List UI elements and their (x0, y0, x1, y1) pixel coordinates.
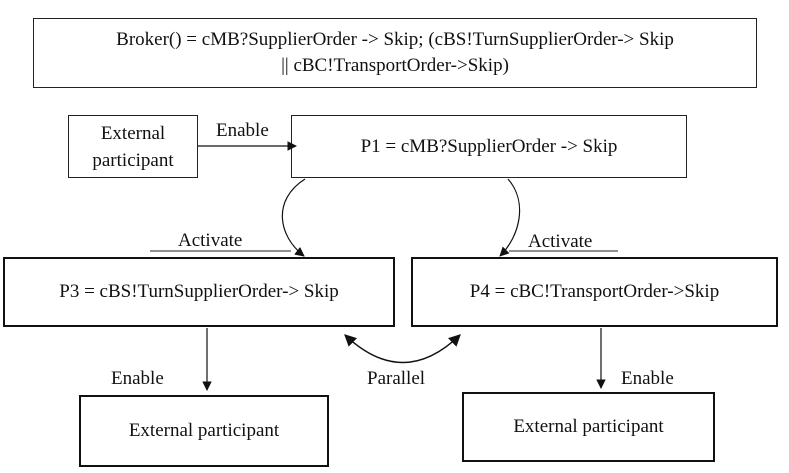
external-participant-top-line-1: External (100, 122, 166, 144)
enable-label-top: Enable (216, 120, 269, 141)
activate-label-left: Activate (178, 230, 243, 251)
enable-label-right: Enable (621, 368, 674, 389)
p1-node: P1 = cMB?SupplierOrder -> Skip (291, 115, 687, 178)
p3-label: P3 = cBS!TurnSupplierOrder-> Skip (59, 281, 339, 302)
external-participant-bottom-left-label: External participant (128, 420, 280, 441)
broker-definition-box: Broker() = cMB?SupplierOrder -> Skip; (c… (33, 18, 757, 88)
p3-node: P3 = cBS!TurnSupplierOrder-> Skip (3, 257, 395, 327)
p4-node: P4 = cBC!TransportOrder->Skip (411, 257, 778, 327)
enable-label-left: Enable (111, 368, 164, 389)
p1-label: P1 = cMB?SupplierOrder -> Skip (360, 135, 618, 157)
activate-edge-right (499, 178, 521, 257)
external-participant-top-node: External participant (68, 115, 198, 178)
external-participant-top-line-2: participant (92, 149, 174, 171)
activate-edge-left (281, 178, 306, 257)
parallel-label: Parallel (367, 368, 426, 389)
parallel-edge (344, 334, 461, 364)
p4-label: P4 = cBC!TransportOrder->Skip (469, 281, 720, 302)
external-participant-bottom-right-node: External participant (462, 392, 715, 462)
broker-definition-line-2: || cBC!TransportOrder->Skip) (281, 55, 509, 76)
external-participant-bottom-left-node: External participant (79, 395, 329, 467)
broker-definition-line-1: Broker() = cMB?SupplierOrder -> Skip; (c… (116, 29, 674, 50)
external-participant-bottom-right-label: External participant (513, 416, 664, 437)
activate-label-right: Activate (528, 231, 593, 252)
